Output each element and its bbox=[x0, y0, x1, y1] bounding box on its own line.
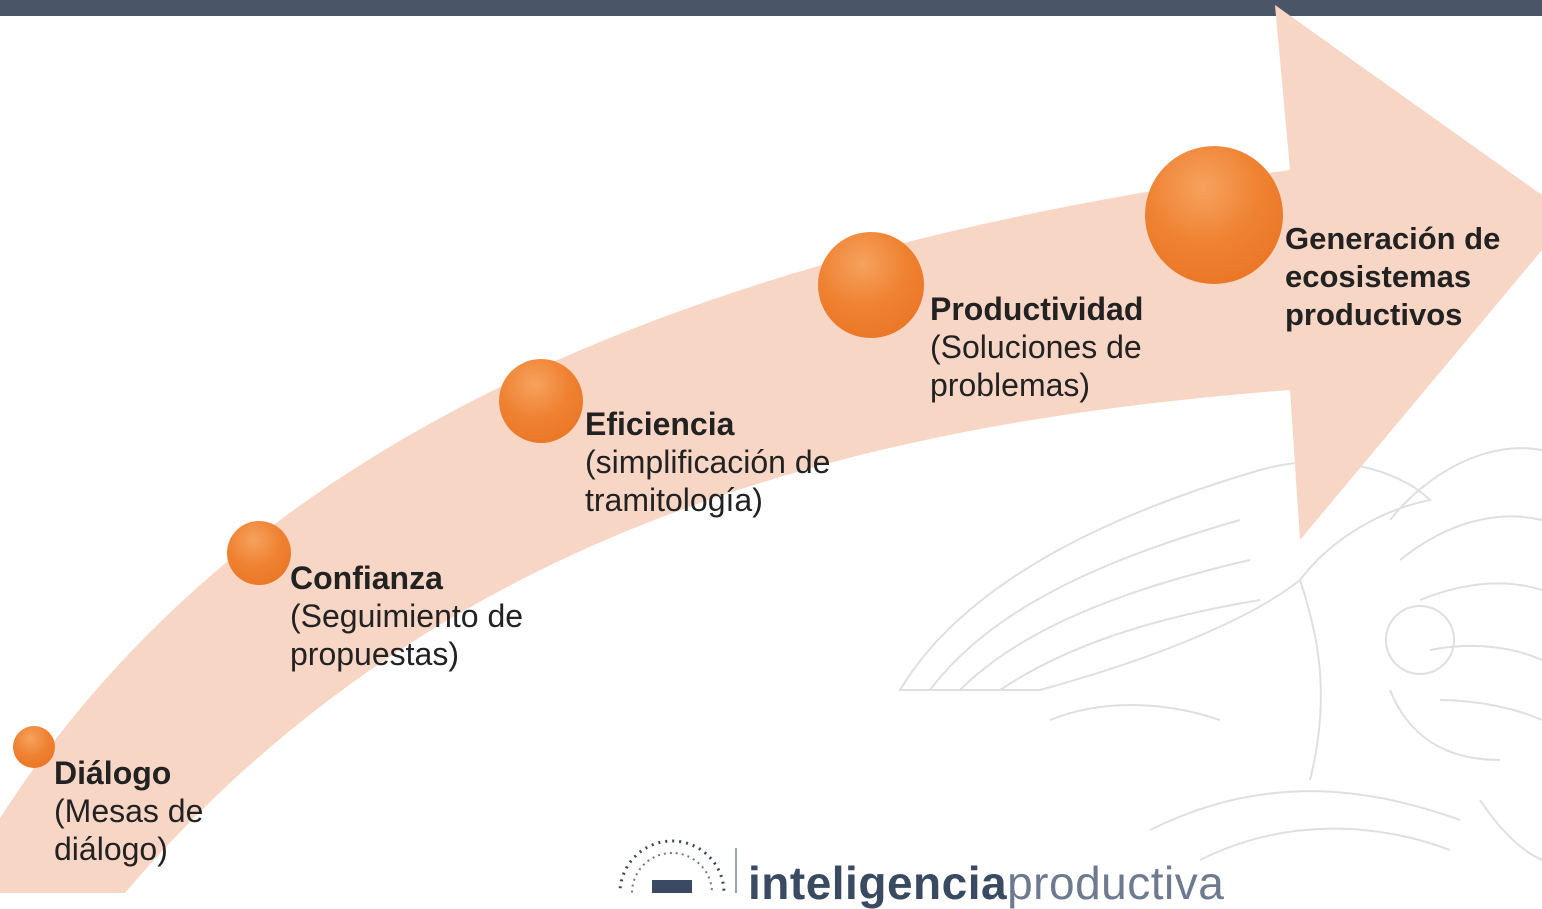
stage-title: Confianza bbox=[290, 560, 443, 596]
stage-description: (Soluciones de problemas) bbox=[930, 329, 1142, 403]
stage-title: Eficiencia bbox=[585, 406, 735, 442]
stage-node-dialogo bbox=[13, 726, 55, 768]
stage-label-dialogo: Diálogo (Mesas de diálogo) bbox=[54, 754, 254, 868]
logo-text-bold: inteligencia bbox=[748, 857, 1008, 909]
stage-label-productividad: Productividad (Soluciones de problemas) bbox=[930, 290, 1205, 404]
eagle-seal-icon bbox=[898, 447, 1542, 861]
stage-description: (Mesas de diálogo) bbox=[54, 793, 204, 867]
stage-node-confianza bbox=[227, 521, 291, 585]
stage-label-eficiencia: Eficiencia (simplificación de tramitolog… bbox=[585, 405, 855, 519]
top-bar bbox=[0, 0, 1542, 16]
stage-title: Generación de ecosistemas productivos bbox=[1285, 221, 1501, 332]
stage-label-generacion: Generación de ecosistemas productivos bbox=[1285, 220, 1530, 334]
stage-label-confianza: Confianza (Seguimiento de propuestas) bbox=[290, 559, 540, 673]
stage-title: Productividad bbox=[930, 291, 1144, 327]
stage-description: (simplificación de tramitología) bbox=[585, 444, 831, 518]
logo-text-light: productiva bbox=[1007, 857, 1225, 909]
dotted-circle-icon bbox=[618, 839, 737, 893]
stage-node-generacion bbox=[1145, 146, 1283, 284]
logo-text: inteligenciaproductiva bbox=[748, 858, 1224, 908]
stage-node-productividad bbox=[818, 232, 924, 338]
stage-title: Diálogo bbox=[54, 755, 172, 791]
stage-description: (Seguimiento de propuestas) bbox=[290, 598, 524, 672]
stage-node-eficiencia bbox=[499, 359, 583, 443]
